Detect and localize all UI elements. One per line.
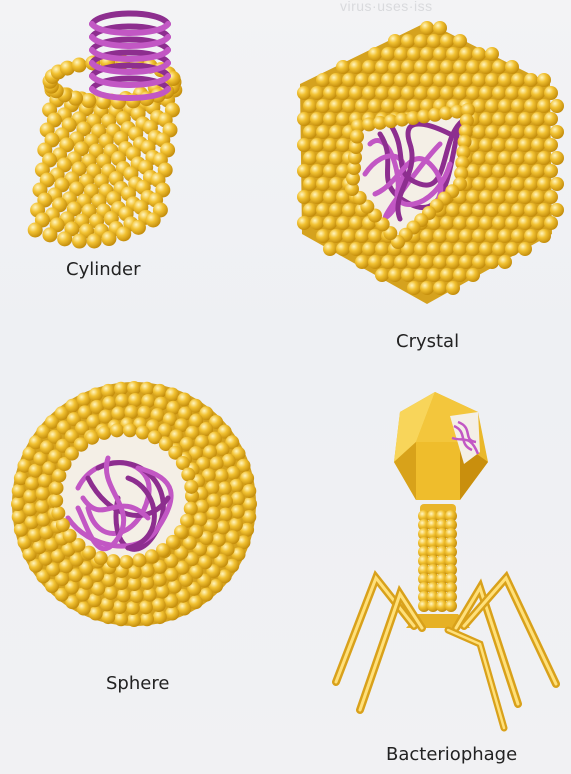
- bacteriophage-label: Bacteriophage: [386, 744, 517, 765]
- sphere-virus-illustration: [8, 378, 260, 630]
- bacteriophage-head: [394, 392, 488, 500]
- crystal-virus-illustration: [290, 14, 565, 314]
- sphere-label: Sphere: [106, 673, 169, 694]
- bacteriophage-virus-illustration: [330, 382, 570, 732]
- bacteriophage-tail: [418, 510, 457, 612]
- faint-background-text: virus·uses·iss: [340, 0, 433, 14]
- cylinder-virus-illustration: [30, 0, 200, 250]
- crystal-label: Crystal: [396, 331, 459, 352]
- cylinder-label: Cylinder: [66, 259, 141, 280]
